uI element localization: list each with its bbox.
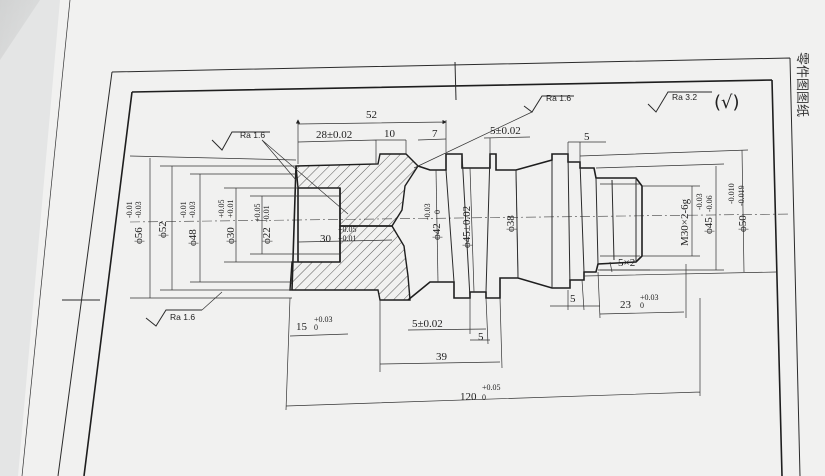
svg-text:0: 0 xyxy=(433,210,442,214)
dim-groove: 5×2 xyxy=(600,257,650,273)
svg-text:+0.05: +0.05 xyxy=(217,199,226,218)
paper-left-edge xyxy=(0,0,60,476)
dim-120: 120 +0.05 0 xyxy=(285,298,701,407)
svg-text:ϕ22: ϕ22 xyxy=(261,227,273,244)
svg-text:-0.03: -0.03 xyxy=(423,203,432,220)
svg-text:52: 52 xyxy=(366,109,377,121)
frame-tick-top xyxy=(454,61,457,101)
svg-text:+0.01: +0.01 xyxy=(226,199,235,218)
dim-phi45-right: ϕ45 -0.03 -0.06 xyxy=(595,163,725,271)
dim-5-right: 5 xyxy=(550,279,600,311)
svg-text:ϕ56: ϕ56 xyxy=(133,227,145,244)
svg-text:39: 39 xyxy=(436,351,448,363)
dim-phi45-02: ϕ45±0.02 xyxy=(461,167,475,293)
center-axis xyxy=(129,213,791,223)
svg-text:5×2: 5×2 xyxy=(618,257,635,269)
dim-len30: 30 +0.05 +0.01 xyxy=(297,225,393,245)
dim-15: 15 +0.03 0 xyxy=(285,297,349,411)
roughness-bottom-left: Ra 1.6 xyxy=(145,291,223,327)
dim-28: 28±0.02 xyxy=(297,129,377,164)
svg-text:0: 0 xyxy=(314,323,318,332)
svg-text:0: 0 xyxy=(640,301,644,310)
outer-frame xyxy=(57,57,801,476)
svg-text:ϕ45±0.02: ϕ45±0.02 xyxy=(461,206,473,248)
dim-phi42: ϕ42 -0.03 0 xyxy=(423,169,443,283)
svg-text:-0.03: -0.03 xyxy=(134,201,143,218)
svg-text:ϕ45: ϕ45 xyxy=(703,217,715,234)
svg-text:5: 5 xyxy=(584,131,590,143)
svg-text:30: 30 xyxy=(320,233,332,245)
svg-text:ϕ52: ϕ52 xyxy=(157,221,169,238)
dim-5-02-top: 5±0.02 xyxy=(483,125,531,154)
svg-text:15: 15 xyxy=(296,321,308,333)
svg-text:+0.03: +0.03 xyxy=(314,315,333,324)
dim-5-02-bot: 5±0.02 xyxy=(407,298,487,334)
svg-text:ϕ50: ϕ50 xyxy=(737,215,749,232)
svg-text:+0.05: +0.05 xyxy=(338,225,357,234)
svg-text:+0.03: +0.03 xyxy=(640,293,659,302)
svg-text:M30×2-6g: M30×2-6g xyxy=(679,198,691,246)
dim-phi30: ϕ30 +0.05 +0.01 xyxy=(217,187,298,263)
roughness-top-mid: Ra 1.6 xyxy=(413,93,574,169)
svg-text:5±0.02: 5±0.02 xyxy=(412,318,443,330)
svg-text:ϕ42: ϕ42 xyxy=(431,223,443,240)
svg-text:0: 0 xyxy=(482,393,486,402)
dim-phi38: ϕ38 xyxy=(505,171,519,277)
svg-text:+0.01: +0.01 xyxy=(338,234,357,243)
svg-text:10: 10 xyxy=(384,128,396,140)
general-roughness-symbol: Ra 3.2 (√) xyxy=(647,91,740,113)
dim-7: 7 xyxy=(417,128,447,141)
svg-text:ϕ38: ϕ38 xyxy=(505,215,517,232)
svg-text:+0.05: +0.05 xyxy=(253,203,262,222)
svg-text:-0.010: -0.010 xyxy=(727,183,736,204)
svg-text:+0.05: +0.05 xyxy=(482,383,501,392)
side-note: 零件图图纸 xyxy=(794,52,809,117)
svg-text:Ra 1.6: Ra 1.6 xyxy=(170,312,195,322)
svg-text:-0.01: -0.01 xyxy=(262,205,271,222)
part-section-left xyxy=(289,153,419,301)
svg-text:Ra 1.6: Ra 1.6 xyxy=(546,93,571,103)
sheet-fold-line xyxy=(21,0,71,476)
dim-thread: M30×2-6g xyxy=(642,185,700,257)
svg-text:120: 120 xyxy=(460,391,477,403)
dim-phi22: ϕ22 +0.05 -0.01 xyxy=(250,195,340,255)
svg-text:-0.06: -0.06 xyxy=(705,195,714,212)
roughness-top-left: Ra 1.6 xyxy=(211,130,349,215)
svg-text:Ra 3.2: Ra 3.2 xyxy=(672,92,697,102)
svg-text:-0.019: -0.019 xyxy=(737,185,746,206)
dim-23: 23 +0.03 0 xyxy=(597,264,687,319)
svg-text:(√): (√) xyxy=(714,92,740,113)
dim-phi56: ϕ56 -0.01 -0.03 xyxy=(125,155,297,299)
dim-5-top: 5 xyxy=(567,131,606,162)
dim-phi48: ϕ48 -0.01 -0.03 xyxy=(179,173,296,283)
dim-39: 39 xyxy=(379,297,503,372)
dim-10: 10 xyxy=(376,128,407,154)
svg-text:ϕ48: ϕ48 xyxy=(187,229,199,246)
svg-text:5: 5 xyxy=(570,293,576,305)
svg-text:ϕ30: ϕ30 xyxy=(225,227,237,244)
svg-text:Ra 1.6: Ra 1.6 xyxy=(240,130,265,140)
dim-5-bot: 5 xyxy=(470,297,490,345)
svg-text:23: 23 xyxy=(620,299,632,311)
svg-text:-0.01: -0.01 xyxy=(179,201,188,218)
svg-text:7: 7 xyxy=(432,128,438,140)
dim-phi50-right: ϕ50 -0.010 -0.019 xyxy=(579,149,777,277)
svg-text:5: 5 xyxy=(478,331,484,343)
dim-phi52: ϕ52 xyxy=(157,165,296,291)
svg-text:-0.01: -0.01 xyxy=(125,201,134,218)
svg-text:28±0.02: 28±0.02 xyxy=(316,129,352,141)
svg-text:5±0.02: 5±0.02 xyxy=(490,125,521,137)
svg-text:-0.03: -0.03 xyxy=(695,193,704,210)
svg-text:-0.03: -0.03 xyxy=(188,201,197,218)
inner-frame xyxy=(83,79,783,476)
